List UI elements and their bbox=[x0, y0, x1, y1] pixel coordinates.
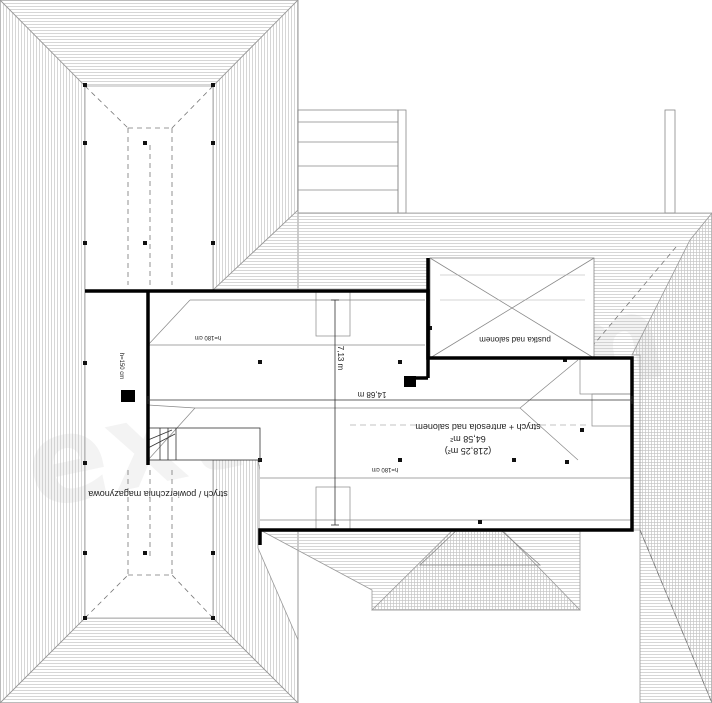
storage-attic-label: strych / powierzchnia magazynowa bbox=[88, 489, 228, 499]
pergola bbox=[297, 109, 676, 214]
attic-mezzanine-area-alt: (218,25 m²) bbox=[445, 446, 492, 456]
height-label-left: h=180 cm bbox=[195, 334, 222, 340]
walls bbox=[85, 258, 634, 545]
depth-dimension-label: 7,13 m bbox=[336, 346, 345, 371]
height-label-right: h=180 cm bbox=[372, 466, 399, 472]
attic-interior bbox=[147, 291, 633, 532]
chimney-right bbox=[404, 376, 416, 387]
void-over-living-room: pustka nad salonem bbox=[429, 257, 595, 359]
height-label-150: h=150 cm bbox=[118, 353, 124, 380]
void-label: pustka nad salonem bbox=[479, 335, 551, 344]
width-dimension-label: 14,68 m bbox=[357, 390, 386, 399]
dimension-lines bbox=[147, 299, 633, 526]
attic-mezzanine-area: 64,58 m² bbox=[450, 434, 486, 444]
attic-mezzanine-label: strych + antresola nad salonem bbox=[415, 422, 540, 432]
chimney-left bbox=[121, 390, 135, 402]
